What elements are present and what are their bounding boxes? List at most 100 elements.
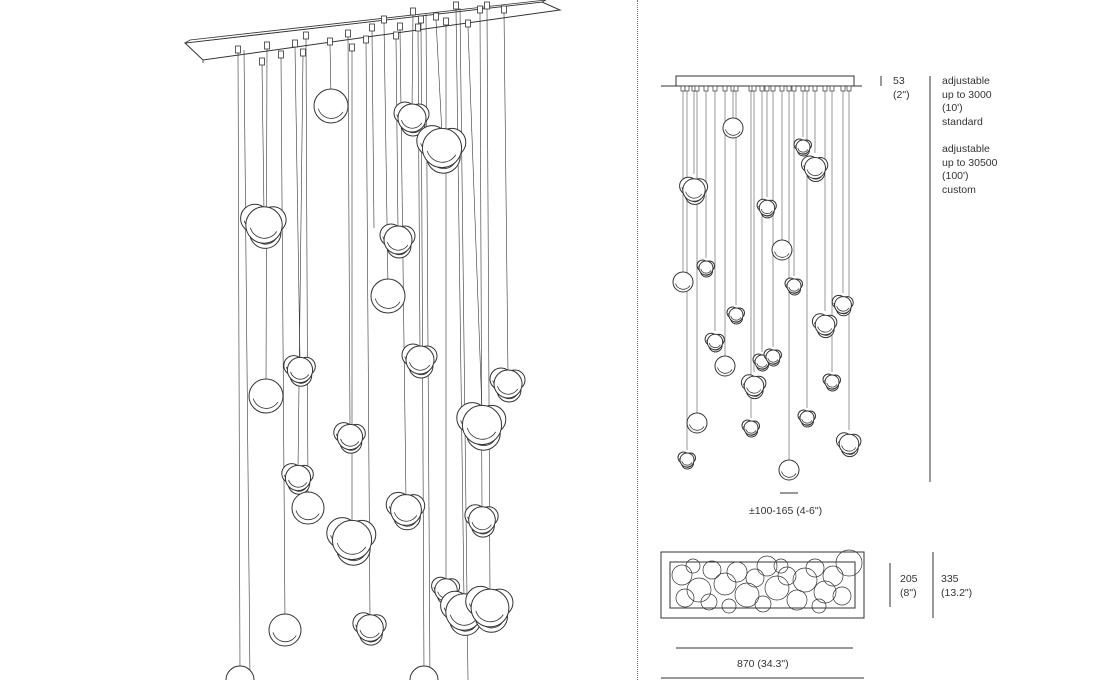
elevation-connector xyxy=(779,85,785,92)
bubble-inner-arc xyxy=(730,315,742,321)
bubble-cluster xyxy=(465,585,514,633)
bubble-inner-arc xyxy=(336,542,367,555)
plan-bubble xyxy=(734,582,760,608)
bubble-cluster xyxy=(741,419,760,438)
plan-bubble xyxy=(822,565,844,587)
glass-bubble xyxy=(421,127,463,169)
bubble-inner-arc xyxy=(717,367,733,374)
bubble-cluster xyxy=(352,612,387,646)
bubble-inner-arc xyxy=(806,169,823,177)
glass-bubble xyxy=(722,117,744,139)
bubble-inner-arc xyxy=(252,398,279,409)
elevation-connector xyxy=(703,85,709,92)
plan-bubble xyxy=(702,560,722,580)
perspective-illustration xyxy=(183,0,562,680)
glass-bubble xyxy=(804,157,826,179)
cable-connector xyxy=(363,35,369,44)
bubble-cluster xyxy=(416,125,467,174)
glass-bubble xyxy=(397,103,427,133)
cable-connector xyxy=(501,5,507,14)
pendant-drop-label: ±100-165 (4-6") xyxy=(749,505,823,517)
plan-bubble xyxy=(777,566,797,586)
suspension-cable xyxy=(371,30,375,229)
bubble-inner-arc xyxy=(290,371,310,380)
cable-connector xyxy=(418,15,424,24)
elevation-connector xyxy=(804,85,810,92)
elevation-connector xyxy=(846,85,852,92)
plan-view-bubbles xyxy=(671,549,863,614)
bubble-inner-arc xyxy=(746,387,762,394)
bubble-cluster xyxy=(401,343,438,379)
bubble-cluster xyxy=(793,138,812,157)
glass-bubble xyxy=(405,345,435,375)
bubble-inner-arc xyxy=(756,362,768,368)
plan-bubble xyxy=(764,575,790,601)
bubble-cluster xyxy=(464,504,499,538)
plan-bubble xyxy=(685,558,701,574)
glass-bubble xyxy=(838,433,860,455)
bubble-inner-arc xyxy=(675,283,691,290)
elevation-connector xyxy=(791,85,797,92)
bubble-inner-arc xyxy=(745,428,757,434)
bubble-cluster xyxy=(797,409,816,428)
glass-bubble xyxy=(291,491,325,525)
cable-connector xyxy=(477,5,483,14)
bubble-inner-arc xyxy=(689,424,705,431)
bubble-cluster xyxy=(393,101,430,137)
cable-connector xyxy=(278,50,284,59)
plan-outer-depth-label: 335 (13.2") xyxy=(941,573,973,599)
bubble-inner-arc xyxy=(497,385,519,395)
cable-custom-label: adjustable up to 30500 (100') custom xyxy=(942,143,998,196)
glass-bubble xyxy=(409,665,439,680)
glass-bubble xyxy=(493,369,523,399)
suspension-cable xyxy=(435,19,443,135)
suspension-cable xyxy=(455,8,465,600)
elevation-connector xyxy=(722,85,728,92)
cable-connector xyxy=(264,41,270,50)
bubble-inner-arc xyxy=(781,471,797,478)
plan-bubble xyxy=(745,568,765,588)
plan-bubble xyxy=(713,572,737,596)
bubble-inner-arc xyxy=(841,445,857,452)
bubble-cluster xyxy=(811,313,838,339)
plan-bubble xyxy=(786,589,808,611)
bubble-inner-arc xyxy=(817,326,833,333)
bubble-inner-arc xyxy=(700,268,712,274)
suspension-cable xyxy=(459,7,469,680)
bubble-inner-arc xyxy=(387,241,409,251)
cable-connector xyxy=(369,23,375,32)
cable-connector xyxy=(381,15,387,24)
plan-bubble xyxy=(686,577,712,603)
glass-bubble-clusters xyxy=(225,88,526,680)
glass-bubble xyxy=(714,355,736,377)
glass-bubble xyxy=(686,412,708,434)
elevation-connector xyxy=(764,85,770,92)
elevation-connector xyxy=(712,85,718,92)
bubble-inner-arc xyxy=(801,418,813,424)
bubble-inner-arc xyxy=(317,108,344,119)
elevation-connector xyxy=(733,85,739,92)
elevation-connector xyxy=(800,85,806,92)
bubble-cluster xyxy=(456,402,507,451)
bubble-inner-arc xyxy=(374,298,401,309)
suspension-cable xyxy=(297,55,304,470)
suspension-cable xyxy=(294,46,301,362)
glass-bubble xyxy=(814,314,836,336)
bubble-cluster xyxy=(835,432,862,458)
cable-connector xyxy=(345,29,351,38)
suspension-cable xyxy=(503,12,509,375)
bubble-cluster xyxy=(326,517,377,566)
plan-bubble xyxy=(792,567,818,593)
bubble-inner-arc xyxy=(685,191,703,199)
bubble-inner-arc xyxy=(272,632,297,643)
glass-bubble xyxy=(286,356,314,384)
bubble-inner-arc xyxy=(449,614,478,626)
bubble-cluster xyxy=(740,374,767,400)
plan-bubble xyxy=(671,564,693,586)
cable-connector xyxy=(453,1,459,10)
cable-connector xyxy=(303,31,309,40)
cable-standard-label: adjustable up to 3000 (10') standard xyxy=(942,75,992,128)
bubble-inner-arc xyxy=(295,510,320,521)
bubble-inner-arc xyxy=(788,286,800,292)
bubble-inner-arc xyxy=(359,629,380,639)
